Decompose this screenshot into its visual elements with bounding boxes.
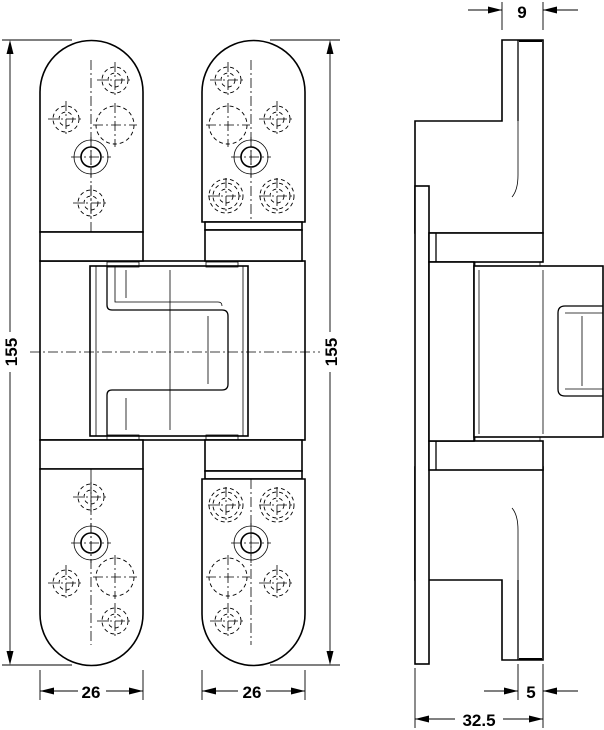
dimension-top-width: 9 [468,2,578,30]
dimension-depth: 32.5 [414,668,543,730]
dimension-height-left: 155 [1,39,72,666]
dimension-width-right: 26 [201,670,306,702]
dimension-height-right: 155 [270,39,341,666]
mounting-plate [414,185,430,665]
width-left-label: 26 [82,683,101,702]
depth-label: 32.5 [462,711,495,730]
hinge-knuckle [473,265,604,438]
dimension-width-left: 26 [39,670,144,702]
front-view [30,39,320,667]
center-block [89,265,249,437]
width-right-label: 26 [243,683,262,702]
height-right-label: 155 [322,338,341,366]
bottom-offset-label: 5 [526,683,535,702]
left-upper-leaf [39,39,144,233]
height-left-label: 155 [2,338,21,366]
left-lower-leaf [39,468,144,667]
top-width-label: 9 [517,3,526,22]
dimension-bottom-offset: 5 [484,664,578,728]
side-view [414,39,604,665]
right-lower-leaf [201,478,306,667]
